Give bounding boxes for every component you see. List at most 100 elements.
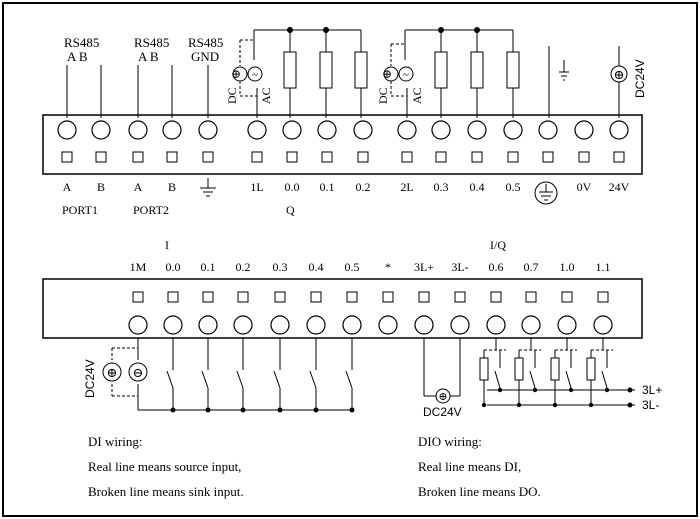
bottom-terminal-screw	[306, 315, 326, 335]
dio-note-line1: Real line means DI,	[418, 459, 521, 474]
top-terminal-screw	[198, 120, 218, 140]
rs485-pins-2: A B	[138, 49, 159, 64]
di-switch-contact	[236, 370, 244, 389]
top-terminal-screw	[247, 120, 267, 140]
l-minus-label: 3L-	[642, 398, 659, 412]
dio-note-line2: Broken line means DO.	[418, 484, 541, 499]
input-group-label: I	[165, 238, 169, 252]
top-terminal-label: B	[168, 180, 176, 194]
dc24v-top-label: DC24V	[633, 59, 647, 98]
bottom-terminal-screw	[557, 315, 577, 335]
q-group-1-dots	[287, 27, 329, 33]
supply-plus-icon: ⊕	[614, 67, 625, 82]
top-terminal-square	[401, 151, 413, 163]
protective-earth-icon	[534, 181, 558, 205]
bottom-terminal-square	[454, 291, 466, 303]
bottom-terminal-label: 1M	[130, 260, 147, 274]
top-terminal-circles	[57, 120, 629, 140]
top-terminal-label: 0.5	[506, 180, 521, 194]
rs485-pins-1: A B	[67, 49, 88, 64]
bottom-terminal-label: 1.1	[596, 260, 611, 274]
bottom-terminal-screw	[414, 315, 434, 335]
bottom-terminal-screw	[198, 315, 218, 335]
di-switches	[166, 338, 355, 413]
bottom-terminal-square	[490, 291, 502, 303]
top-terminal-square	[132, 151, 144, 163]
top-terminal-screw	[538, 120, 558, 140]
top-terminal-square	[61, 151, 73, 163]
bottom-terminal-square	[167, 291, 179, 303]
dio-wiring	[479, 338, 635, 408]
top-terminal-screw	[162, 120, 182, 140]
bottom-terminal-screw	[128, 315, 148, 335]
bottom-terminal-label: 0.0	[166, 260, 181, 274]
bottom-terminal-label: 0.5	[345, 260, 360, 274]
bottom-terminal-squares	[132, 291, 609, 303]
bottom-terminal-square	[597, 291, 609, 303]
q-group-1-wiring	[232, 29, 368, 118]
di-junction-dot	[240, 407, 246, 413]
bottom-terminal-label: 0.1	[201, 260, 216, 274]
bottom-terminal-screw	[378, 315, 398, 335]
dc24v-mid-label: DC24V	[423, 405, 462, 419]
top-terminal-label: A	[134, 180, 143, 194]
top-terminal-square	[613, 151, 625, 163]
bottom-terminal-label: 0.6	[489, 260, 504, 274]
bottom-terminal-screw	[486, 315, 506, 335]
rs485-title-2: RS485	[134, 35, 169, 50]
bottom-terminal-square	[237, 291, 249, 303]
bottom-terminal-square	[274, 291, 286, 303]
earth-and-supply-wiring	[548, 46, 628, 118]
bottom-terminal-screw	[521, 315, 541, 335]
rs485-pins-3: GND	[191, 49, 219, 64]
top-terminal-label: A	[63, 180, 72, 194]
top-terminal-screw	[467, 120, 487, 140]
top-terminal-square	[357, 151, 369, 163]
bottom-terminal-label: *	[385, 260, 391, 274]
bottom-terminal-screw	[593, 315, 613, 335]
rs485-title-3: RS485	[188, 35, 223, 50]
di-supply-minus-icon: ⊖	[133, 365, 144, 380]
di-junction-dot	[313, 407, 319, 413]
top-terminal-label: 0.3	[434, 180, 449, 194]
dc-label-1: DC	[225, 87, 239, 104]
top-terminal-screw	[128, 120, 148, 140]
top-terminal-square	[95, 151, 107, 163]
ac-label-1: AC	[259, 87, 273, 104]
di-note-title: DI wiring:	[88, 434, 143, 449]
top-terminal-square	[507, 151, 519, 163]
di-switch-contact	[273, 370, 281, 389]
top-terminal-square	[435, 151, 447, 163]
di-switch-contact	[345, 370, 353, 389]
top-terminal-square	[471, 151, 483, 163]
top-terminal-block	[42, 114, 643, 175]
l-plus-label: 3L+	[642, 383, 662, 397]
ac-label-2: AC	[410, 87, 424, 104]
top-terminal-squares	[61, 151, 625, 163]
bottom-terminal-screw	[342, 315, 362, 335]
top-terminal-square	[321, 151, 333, 163]
top-terminal-square	[542, 151, 554, 163]
bottom-terminal-screw	[270, 315, 290, 335]
top-terminal-label: 0V	[577, 180, 592, 194]
dio-note-title: DIO wiring:	[418, 434, 482, 449]
top-terminal-screw	[503, 120, 523, 140]
earth-symbol-icon	[200, 178, 216, 197]
bottom-terminal-label: 1.0	[560, 260, 575, 274]
bottom-terminal-label: 3L+	[414, 260, 434, 274]
bottom-terminal-block	[42, 278, 643, 339]
di-junction-dot	[349, 407, 355, 413]
ac-wave-symbol-2: ~	[403, 69, 409, 81]
port2-label: PORT2	[133, 203, 169, 217]
bottom-terminal-square	[418, 291, 430, 303]
top-terminal-screw	[431, 120, 451, 140]
bottom-terminal-square	[310, 291, 322, 303]
top-terminal-label: 2L	[400, 180, 413, 194]
q-group-2-dots	[438, 27, 480, 33]
top-terminal-label: 0.0	[285, 180, 300, 194]
plus-symbol-2: ⊕	[382, 67, 392, 81]
di-junction-dot	[277, 407, 283, 413]
